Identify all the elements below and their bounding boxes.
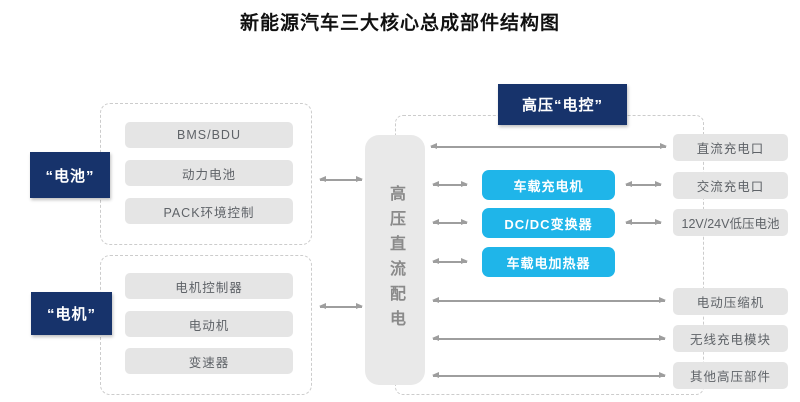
double-arrow-motor-to-bus-icon — [319, 303, 363, 309]
hv-dc-distribution-label: 高压直流配电 — [387, 185, 404, 335]
double-arrow-bus-to-wireless-icon — [432, 335, 666, 341]
double-arrow-bus-to-other-icon — [432, 372, 666, 378]
hv-dc-distribution-box: 高压直流配电 — [365, 135, 425, 385]
double-arrow-bus-to-dcdc-icon — [432, 219, 468, 225]
double-arrow-dcdc-to-lv-battery-icon — [625, 219, 662, 225]
hv-control-header: 高压“电控” — [498, 84, 627, 125]
peripheral-wireless-charging-module: 无线充电模块 — [673, 325, 788, 352]
double-arrow-charger-to-ac-port-icon — [625, 181, 662, 187]
double-arrow-bus-to-compressor-icon — [432, 297, 666, 303]
motor-item-controller: 电机控制器 — [125, 273, 293, 299]
module-onboard-charger: 车载充电机 — [482, 170, 615, 200]
peripheral-electric-compressor: 电动压缩机 — [673, 288, 788, 315]
peripheral-ac-charge-port: 交流充电口 — [673, 172, 788, 199]
battery-item-bms-bdu: BMS/BDU — [125, 122, 293, 148]
peripheral-lv-battery: 12V/24V低压电池 — [673, 209, 788, 236]
page-title: 新能源汽车三大核心总成部件结构图 — [239, 13, 560, 34]
motor-item-electric-motor: 电动机 — [125, 311, 293, 337]
motor-label: “电机” — [31, 292, 112, 335]
double-arrow-bus-to-heater-icon — [432, 258, 468, 264]
module-electric-heater: 车载电加热器 — [482, 247, 615, 277]
motor-item-transmission: 变速器 — [125, 348, 293, 374]
battery-item-power-battery: 动力电池 — [125, 160, 293, 186]
double-arrow-battery-to-bus-icon — [319, 176, 363, 182]
double-arrow-bus-to-charger-icon — [432, 181, 468, 187]
battery-label: “电池” — [30, 152, 110, 198]
module-dcdc-converter: DC/DC变换器 — [482, 208, 615, 238]
double-arrow-bus-to-dc-port-icon — [430, 143, 667, 149]
peripheral-other-hv-parts: 其他高压部件 — [673, 362, 788, 389]
battery-item-pack-env-control: PACK环境控制 — [125, 198, 293, 224]
peripheral-dc-charge-port: 直流充电口 — [673, 134, 788, 161]
